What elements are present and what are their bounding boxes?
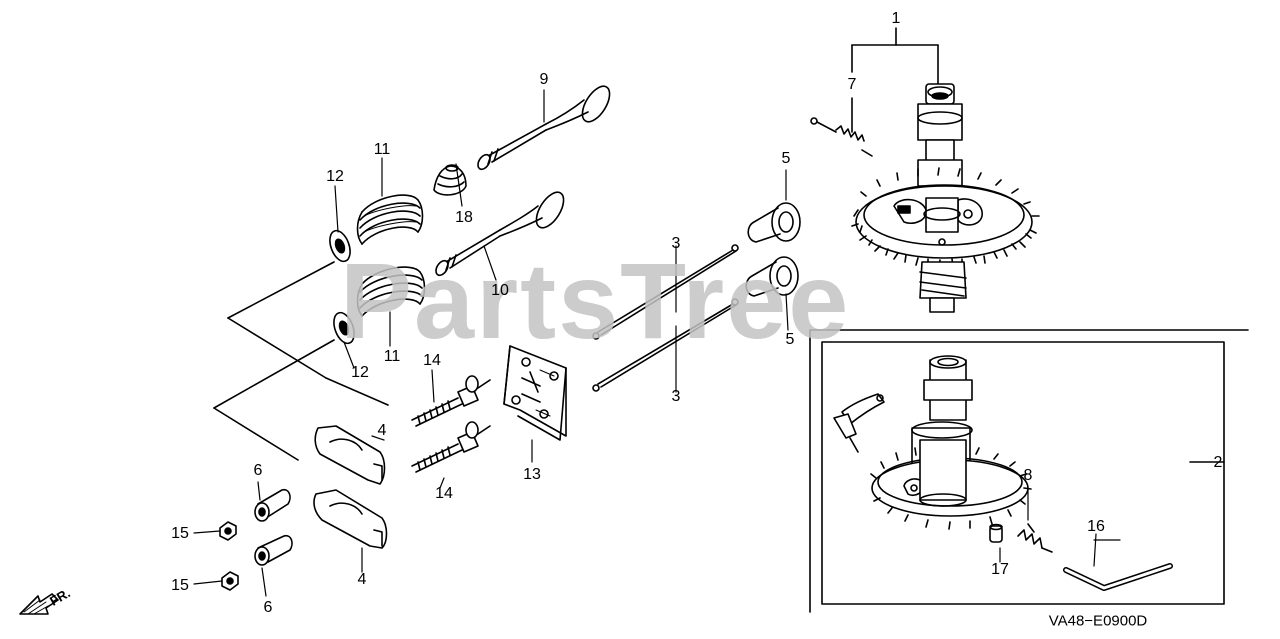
- part-14-bolt-upper: [411, 375, 491, 427]
- part-5-tappet-lower: [745, 256, 799, 297]
- callout-3-upper: 3: [671, 235, 681, 252]
- part-4-rocker-upper: [314, 425, 386, 485]
- callout-9: 9: [539, 71, 549, 88]
- callout-17: 17: [991, 561, 1009, 578]
- part-5-tappet-upper: [747, 202, 801, 243]
- callout-11-upper: 11: [373, 141, 391, 158]
- callout-7: 7: [847, 76, 857, 93]
- part-18-seal: [433, 164, 467, 196]
- leader-lines: [193, 89, 1121, 597]
- callout-5-lower: 5: [785, 331, 795, 348]
- part-6-pivot-lower: [254, 534, 293, 566]
- callout-14-upper: 14: [423, 352, 441, 369]
- part-2-frame: [809, 329, 1249, 613]
- callout-10: 10: [491, 282, 509, 299]
- part-11-spring-upper: [356, 194, 424, 245]
- part-10-valve: [435, 191, 565, 277]
- part-3-pushrod-lower: [592, 298, 739, 392]
- callout-13: 13: [523, 466, 541, 483]
- callout-4-lower: 4: [357, 571, 367, 588]
- part-13-plate: [503, 345, 567, 441]
- callout-6-lower: 6: [263, 599, 273, 616]
- callout-6-upper: 6: [253, 462, 263, 479]
- callout-8: 8: [1023, 467, 1033, 484]
- callout-18: 18: [455, 209, 473, 226]
- camshaft-assembly: [810, 83, 1040, 313]
- part-8-spring: [1017, 523, 1053, 553]
- camshaft-assembly-2: [833, 355, 1173, 591]
- callout-15-upper: 15: [171, 525, 189, 542]
- callout-3-lower: 3: [671, 388, 681, 405]
- part-3-pushrod-upper: [592, 244, 739, 340]
- diagram-code: VA48−E0900D: [1048, 612, 1148, 630]
- callout-1: 1: [891, 10, 901, 27]
- part-11-spring-lower: [356, 266, 426, 317]
- watermark: PartsTree: [340, 240, 851, 361]
- callout-2: 2: [1213, 454, 1223, 471]
- group-lines: [213, 261, 389, 461]
- callout-5-upper: 5: [781, 150, 791, 167]
- callout-12-upper: 12: [326, 168, 344, 185]
- callout-11-lower: 11: [383, 348, 401, 365]
- callout-16: 16: [1087, 518, 1105, 535]
- part-12-retainer-upper: [329, 229, 351, 263]
- part-17-pin: [989, 523, 1003, 543]
- part-12-retainer-lower: [333, 311, 355, 345]
- callout-12-lower: 12: [351, 364, 369, 381]
- decompressor-lever: [833, 393, 885, 453]
- part-7-spring: [810, 117, 873, 157]
- callout-4-upper: 4: [377, 422, 387, 439]
- part-15-nut-upper: [219, 521, 237, 541]
- part-4-rocker-lower: [313, 489, 388, 549]
- part-6-pivot-upper: [254, 488, 291, 522]
- part-1-bracket: [851, 27, 939, 133]
- part-15-nut-lower: [221, 571, 239, 591]
- part-9-valve: [477, 85, 611, 171]
- callout-14-lower: 14: [435, 485, 453, 502]
- front-arrow-icon: [19, 593, 59, 615]
- callout-15-lower: 15: [171, 577, 189, 594]
- part-16-key: [1063, 563, 1173, 591]
- part-14-bolt-lower: [411, 421, 491, 473]
